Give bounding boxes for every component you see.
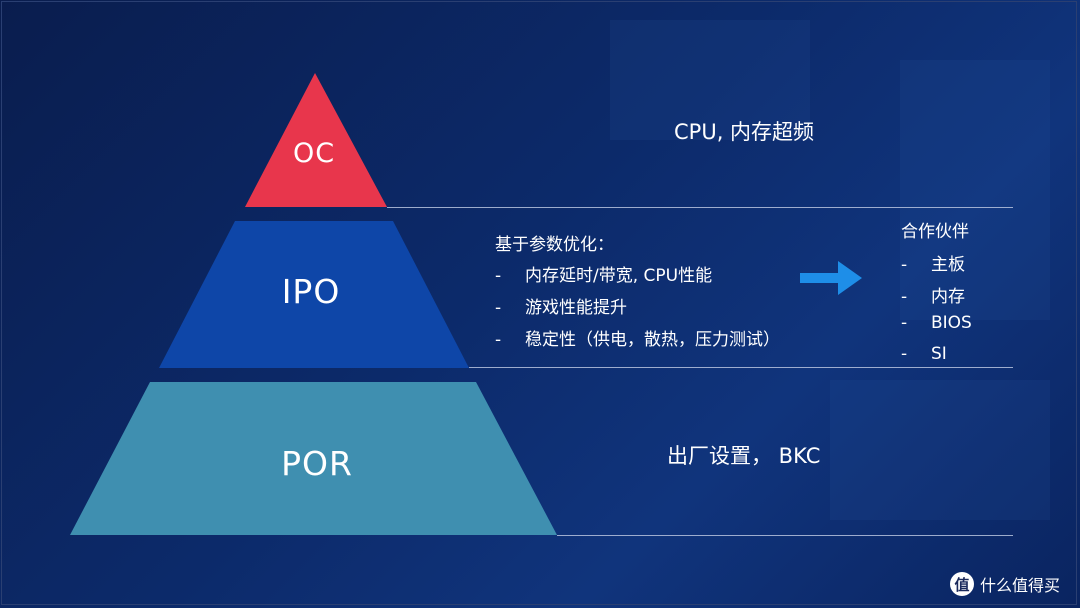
background-panel <box>610 20 810 140</box>
ipo-item-label: 游戏性能提升 <box>525 298 627 318</box>
partner-item-label: SI <box>931 344 947 364</box>
bullet-dash: - <box>901 255 908 275</box>
separator-line <box>557 535 1013 536</box>
partner-item-label: 主板 <box>931 255 965 275</box>
ipo-item-label: 内存延时/带宽, CPU性能 <box>525 266 713 286</box>
partner-item: - 主板 <box>901 250 965 275</box>
ipo-item: - 稳定性（供电，散热，压力测试） <box>495 325 780 350</box>
pyramid-tier-oc <box>245 73 387 207</box>
partners-title: 合作伙伴 <box>901 222 969 242</box>
partner-item: - 内存 <box>901 282 965 307</box>
separator-line <box>469 367 1013 368</box>
oc-description: CPU, 内存超频 <box>674 120 815 144</box>
bullet-dash: - <box>495 298 502 318</box>
partner-item: - SI <box>901 344 947 364</box>
ipo-item: - 游戏性能提升 <box>495 293 627 318</box>
por-description: 出厂设置， BKC <box>667 444 821 468</box>
ipo-item: - 内存延时/带宽, CPU性能 <box>495 261 712 286</box>
background-panel <box>900 60 1050 320</box>
ipo-item-label: 稳定性（供电，散热，压力测试） <box>525 330 780 350</box>
arrow-right-icon <box>800 261 862 295</box>
bullet-dash: - <box>901 287 908 307</box>
partner-item: - BIOS <box>901 313 972 333</box>
pyramid-tier-por <box>70 382 557 535</box>
bullet-dash: - <box>901 313 908 333</box>
pyramid-label-ipo: IPO <box>281 272 341 311</box>
separator-line <box>387 207 1013 208</box>
bullet-dash: - <box>495 330 502 350</box>
pyramid-label-oc: OC <box>292 138 336 169</box>
watermark-logo-icon: 值 <box>950 572 974 596</box>
ipo-heading: 基于参数优化： <box>495 235 614 255</box>
watermark-text: 什么值得买 <box>980 576 1061 595</box>
pyramid-label-por: POR <box>281 444 353 483</box>
background-panel <box>830 380 1050 520</box>
pyramid-tier-ipo <box>159 221 469 368</box>
partner-item-label: 内存 <box>931 287 965 307</box>
partner-item-label: BIOS <box>931 313 972 333</box>
bullet-dash: - <box>495 266 502 286</box>
watermark: 值 什么值得买 <box>950 572 1060 596</box>
bullet-dash: - <box>901 344 908 364</box>
